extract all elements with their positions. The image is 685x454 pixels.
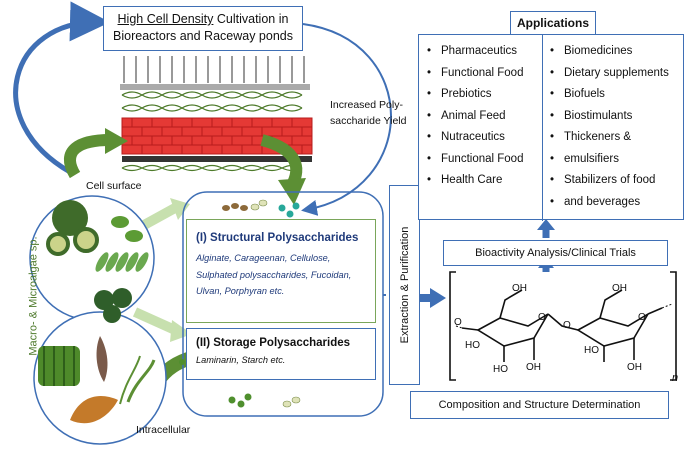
applications-title: Applications	[510, 11, 596, 35]
atom-label: O	[563, 320, 571, 331]
app-item-continuation: emulsifiers	[550, 149, 669, 171]
cycle-arrow-right	[301, 23, 392, 216]
atom-label: O	[538, 312, 546, 323]
app-item: Biomedicines	[550, 41, 669, 63]
particles-bottom	[228, 393, 301, 408]
applications-panel: Pharmaceutics Functional Food Prebiotics…	[418, 34, 684, 221]
app-item: Biostimulants	[550, 106, 669, 128]
app-item: Functional Food	[427, 149, 523, 171]
app-item: Pharmaceutics	[427, 41, 523, 63]
app-item: Biofuels	[550, 84, 669, 106]
storage-title: (II) Storage Polysaccharides	[196, 337, 351, 349]
app-item: Health Care	[427, 170, 523, 192]
app-item: Animal Feed	[427, 106, 523, 128]
title-rest: Cultivation in Bioreactors and Raceway p…	[113, 12, 293, 43]
microalgae-cells	[46, 200, 149, 323]
polysaccharide-group	[182, 191, 384, 417]
applications-left-list: Pharmaceutics Functional Food Prebiotics…	[427, 41, 523, 192]
macroalgae-circle	[33, 311, 167, 445]
structural-title: (I) Structural Polysaccharides	[196, 232, 359, 244]
atom-label: HO	[493, 364, 508, 375]
algae-side-label: Macro- & Microalgae sp.	[27, 236, 40, 356]
cycle-arrow-left	[13, 1, 110, 175]
composition-box: Composition and Structure Determination	[410, 391, 669, 419]
app-item: Prebiotics	[427, 84, 523, 106]
atom-label: O	[638, 312, 646, 323]
yield-label-line1: Increased Poly-	[330, 99, 403, 111]
structural-line3: Ulvan, Porphyran etc.	[196, 286, 285, 296]
structural-line1: Alginate, Carageenan, Cellulose,	[196, 253, 331, 263]
bioactivity-box: Bioactivity Analysis/Clinical Trials	[443, 240, 668, 266]
applications-divider	[542, 35, 543, 221]
structural-line2: Sulphated polysaccharides, Fucoidan,	[196, 269, 352, 280]
polysaccharide-structure	[449, 271, 677, 381]
app-item: Functional Food	[427, 63, 523, 85]
atom-label: HO	[584, 345, 599, 356]
app-item: Dietary supplements	[550, 63, 669, 85]
app-item: Nutraceutics	[427, 127, 523, 149]
extraction-label: Extraction & Purification	[398, 226, 411, 344]
cell-wall-illustration	[120, 56, 313, 172]
atom-label: OH	[627, 362, 642, 373]
macroalgae-drawing	[38, 336, 156, 424]
atom-label: HO	[465, 340, 480, 351]
extraction-box: Extraction & Purification	[389, 185, 420, 385]
atom-label: OH	[612, 283, 627, 294]
app-item: Thickeners &	[550, 127, 669, 149]
applications-right-list: Biomedicines Dietary supplements Biofuel…	[550, 41, 669, 213]
cell-surface-label: Cell surface	[86, 180, 142, 192]
atom-label: O	[454, 317, 462, 328]
storage-polysaccharides-box: (II) Storage Polysaccharides Laminarin, …	[186, 328, 376, 380]
structural-polysaccharides-box: (I) Structural Polysaccharides Alginate,…	[186, 219, 376, 323]
atom-label: OH	[512, 283, 527, 294]
yield-label-line2: saccharide Yield	[330, 115, 407, 127]
app-item-continuation: and beverages	[550, 192, 669, 214]
green-arrow-cell-surface	[64, 134, 111, 179]
cultivation-title-box: High Cell Density Cultivation in Bioreac…	[103, 6, 303, 51]
title-underlined: High Cell Density	[117, 12, 214, 26]
atom-label: OH	[526, 362, 541, 373]
particles-top	[222, 199, 300, 218]
app-item: Stabilizers of food	[550, 170, 669, 192]
storage-text: Laminarin, Starch etc.	[196, 355, 286, 365]
repeat-n-label: n	[672, 372, 679, 384]
intracellular-label: Intracellular	[136, 424, 191, 436]
